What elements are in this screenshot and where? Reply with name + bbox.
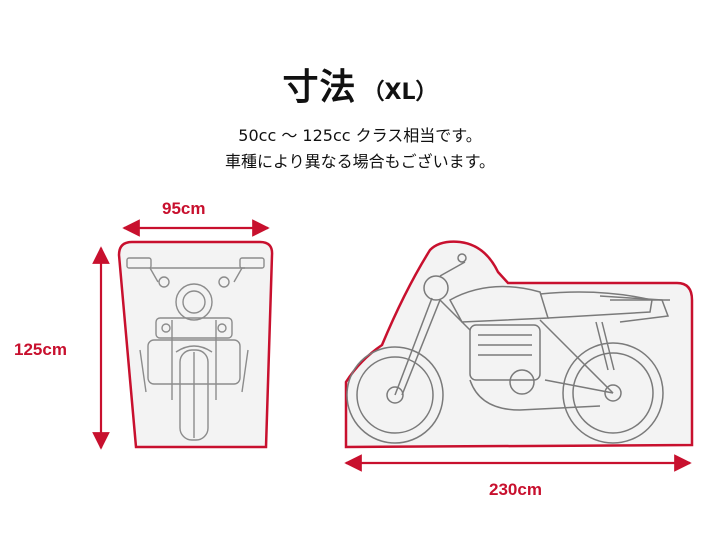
title-main: 寸法 <box>282 67 357 108</box>
page-title: 寸法（XL） <box>0 58 720 110</box>
title-size: （XL） <box>362 80 438 105</box>
height-label: 125cm <box>14 340 67 359</box>
length-label: 230cm <box>489 480 542 499</box>
description-line-1: 50cc ～ 125cc クラス相当です。 <box>238 126 482 145</box>
front-cover <box>117 240 274 449</box>
side-motorcycle-icon <box>346 253 670 444</box>
width-label: 95cm <box>162 199 206 218</box>
front-motorcycle-icon <box>126 257 265 441</box>
description-line-2: 車種により異なる場合もございます。 <box>224 152 496 171</box>
